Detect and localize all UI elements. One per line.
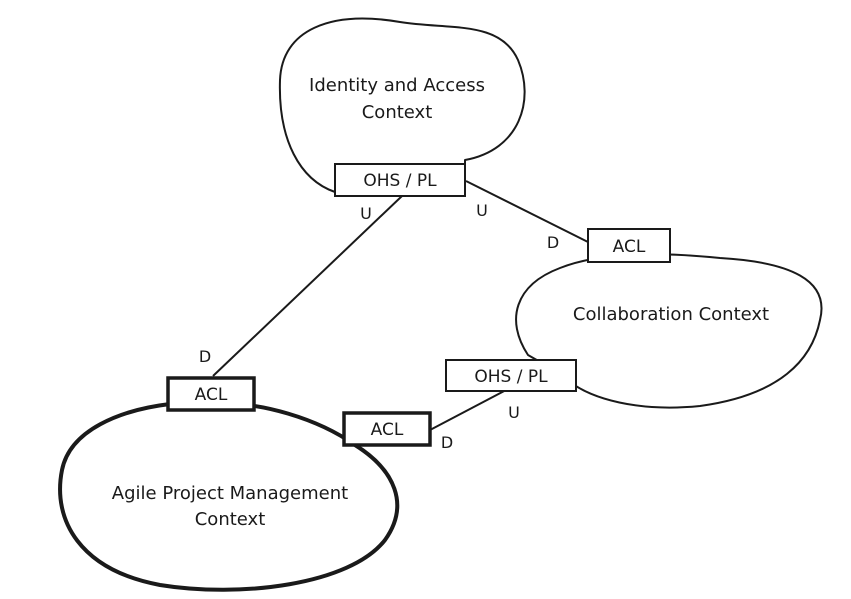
collaboration-acl-box bbox=[587, 228, 671, 263]
identity-access-context bbox=[278, 17, 526, 193]
role-d-agile-collaboration: D bbox=[441, 433, 453, 452]
role-u-collaboration-agile: U bbox=[508, 403, 520, 422]
connector-identity-collaboration bbox=[465, 180, 589, 243]
connector-identity-agile bbox=[212, 195, 403, 377]
identity-context-title-line2: Context bbox=[362, 102, 433, 123]
connector-collaboration-agile bbox=[429, 388, 509, 431]
identity-ohs-pl-box bbox=[334, 163, 466, 197]
collaboration-ohs-pl-label: OHS / PL bbox=[474, 367, 548, 387]
agile-context-title-line1: Agile Project Management bbox=[112, 483, 348, 504]
identity-context-title-line1: Identity and Access bbox=[309, 75, 485, 96]
collaboration-ohs-pl-box bbox=[445, 359, 577, 392]
role-u-identity-collaboration: U bbox=[476, 201, 488, 220]
collaboration-context-title: Collaboration Context bbox=[573, 304, 769, 325]
agile-context-title-line2: Context bbox=[195, 509, 266, 530]
agile-acl-top-box bbox=[166, 376, 256, 412]
identity-ohs-pl-label: OHS / PL bbox=[363, 171, 437, 191]
agile-acl-right-label: ACL bbox=[371, 420, 404, 440]
collaboration-acl-label: ACL bbox=[613, 237, 646, 257]
agile-acl-top-label: ACL bbox=[195, 385, 228, 405]
agile-acl-right-box bbox=[342, 411, 432, 447]
collaboration-context bbox=[515, 253, 823, 409]
role-u-identity-agile: U bbox=[360, 204, 372, 223]
role-d-collaboration: D bbox=[547, 233, 559, 252]
role-d-agile-identity: D bbox=[199, 347, 211, 366]
